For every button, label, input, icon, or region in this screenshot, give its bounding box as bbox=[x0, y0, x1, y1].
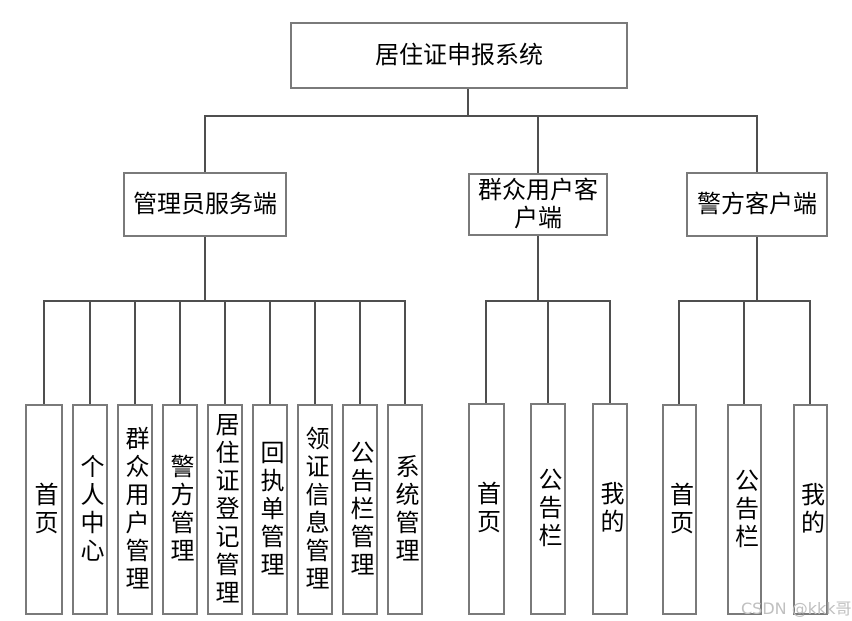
node-admin-personal-center: 个人中心 bbox=[72, 404, 108, 615]
node-admin-bulletin-mgmt-label: 公告栏管理 bbox=[346, 439, 374, 580]
node-admin-server-label: 管理员服务端 bbox=[133, 189, 277, 218]
node-public-mine: 我的 bbox=[592, 403, 628, 615]
connector-drop-police-leaf-1 bbox=[678, 300, 680, 404]
node-public-client: 群众用户客户端 bbox=[468, 173, 608, 236]
connector-rail-level2 bbox=[204, 115, 758, 117]
node-admin-server: 管理员服务端 bbox=[123, 172, 287, 237]
node-public-bulletin: 公告栏 bbox=[530, 403, 566, 615]
connector-admin-stub bbox=[204, 237, 206, 301]
node-admin-public-user-mgmt: 群众用户管理 bbox=[117, 404, 153, 615]
node-root-label: 居住证申报系统 bbox=[375, 40, 543, 69]
connector-drop-police-leaf-2 bbox=[743, 300, 745, 404]
connector-drop-admin-leaf-6 bbox=[269, 300, 271, 404]
node-police-client: 警方客户端 bbox=[686, 172, 828, 237]
node-public-home: 首页 bbox=[468, 403, 505, 615]
connector-root-stub bbox=[467, 89, 469, 116]
node-admin-police-mgmt: 警方管理 bbox=[162, 404, 198, 615]
connector-public-stub bbox=[537, 236, 539, 301]
node-police-mine-label: 我的 bbox=[796, 481, 825, 538]
node-admin-public-user-mgmt-label: 群众用户管理 bbox=[121, 425, 149, 594]
connector-drop-public-leaf-2 bbox=[547, 300, 549, 404]
node-admin-home: 首页 bbox=[25, 404, 63, 615]
node-police-home: 首页 bbox=[662, 404, 697, 615]
node-police-mine: 我的 bbox=[793, 404, 828, 615]
node-admin-bulletin-mgmt: 公告栏管理 bbox=[342, 404, 378, 615]
connector-drop-admin-leaf-7 bbox=[314, 300, 316, 404]
node-admin-system-mgmt-label: 系统管理 bbox=[391, 453, 419, 566]
connector-drop-admin-leaf-3 bbox=[134, 300, 136, 404]
node-public-mine-label: 我的 bbox=[596, 481, 624, 537]
connector-drop-public-leaf-1 bbox=[485, 300, 487, 404]
node-admin-residence-permit-registration-mgmt-label: 居住证登记管理 bbox=[211, 411, 239, 608]
connector-drop-admin bbox=[204, 115, 206, 172]
connector-drop-admin-leaf-5 bbox=[224, 300, 226, 404]
node-admin-police-mgmt-label: 警方管理 bbox=[166, 453, 194, 566]
node-public-bulletin-label: 公告栏 bbox=[534, 467, 562, 551]
node-admin-receipt-mgmt: 回执单管理 bbox=[252, 404, 288, 615]
node-admin-certificate-info-mgmt-label: 领证信息管理 bbox=[301, 425, 329, 594]
node-admin-personal-center-label: 个人中心 bbox=[76, 453, 104, 566]
node-admin-certificate-info-mgmt: 领证信息管理 bbox=[297, 404, 333, 615]
node-root: 居住证申报系统 bbox=[290, 22, 628, 89]
node-police-home-label: 首页 bbox=[665, 481, 694, 538]
connector-drop-admin-leaf-9 bbox=[404, 300, 406, 404]
node-police-bulletin-label: 公告栏 bbox=[730, 467, 759, 552]
connector-drop-admin-leaf-4 bbox=[179, 300, 181, 404]
node-police-client-label: 警方客户端 bbox=[697, 189, 817, 218]
node-public-home-label: 首页 bbox=[472, 481, 501, 537]
connector-police-stub bbox=[756, 237, 758, 301]
connector-drop-public bbox=[537, 115, 539, 173]
connector-drop-admin-leaf-2 bbox=[89, 300, 91, 404]
node-police-bulletin: 公告栏 bbox=[727, 404, 762, 615]
csdn-watermark: CSDN @kkk哥 bbox=[741, 599, 852, 618]
node-admin-system-mgmt: 系统管理 bbox=[387, 404, 423, 615]
connector-drop-admin-leaf-1 bbox=[43, 300, 45, 404]
node-admin-home-label: 首页 bbox=[30, 481, 58, 538]
connector-drop-police-leaf-3 bbox=[809, 300, 811, 404]
node-admin-receipt-mgmt-label: 回执单管理 bbox=[256, 439, 284, 580]
connector-drop-police bbox=[756, 115, 758, 172]
node-public-client-label: 群众用户客户端 bbox=[478, 175, 598, 232]
connector-drop-public-leaf-3 bbox=[609, 300, 611, 404]
connector-drop-admin-leaf-8 bbox=[359, 300, 361, 404]
node-admin-residence-permit-registration-mgmt: 居住证登记管理 bbox=[207, 404, 243, 615]
